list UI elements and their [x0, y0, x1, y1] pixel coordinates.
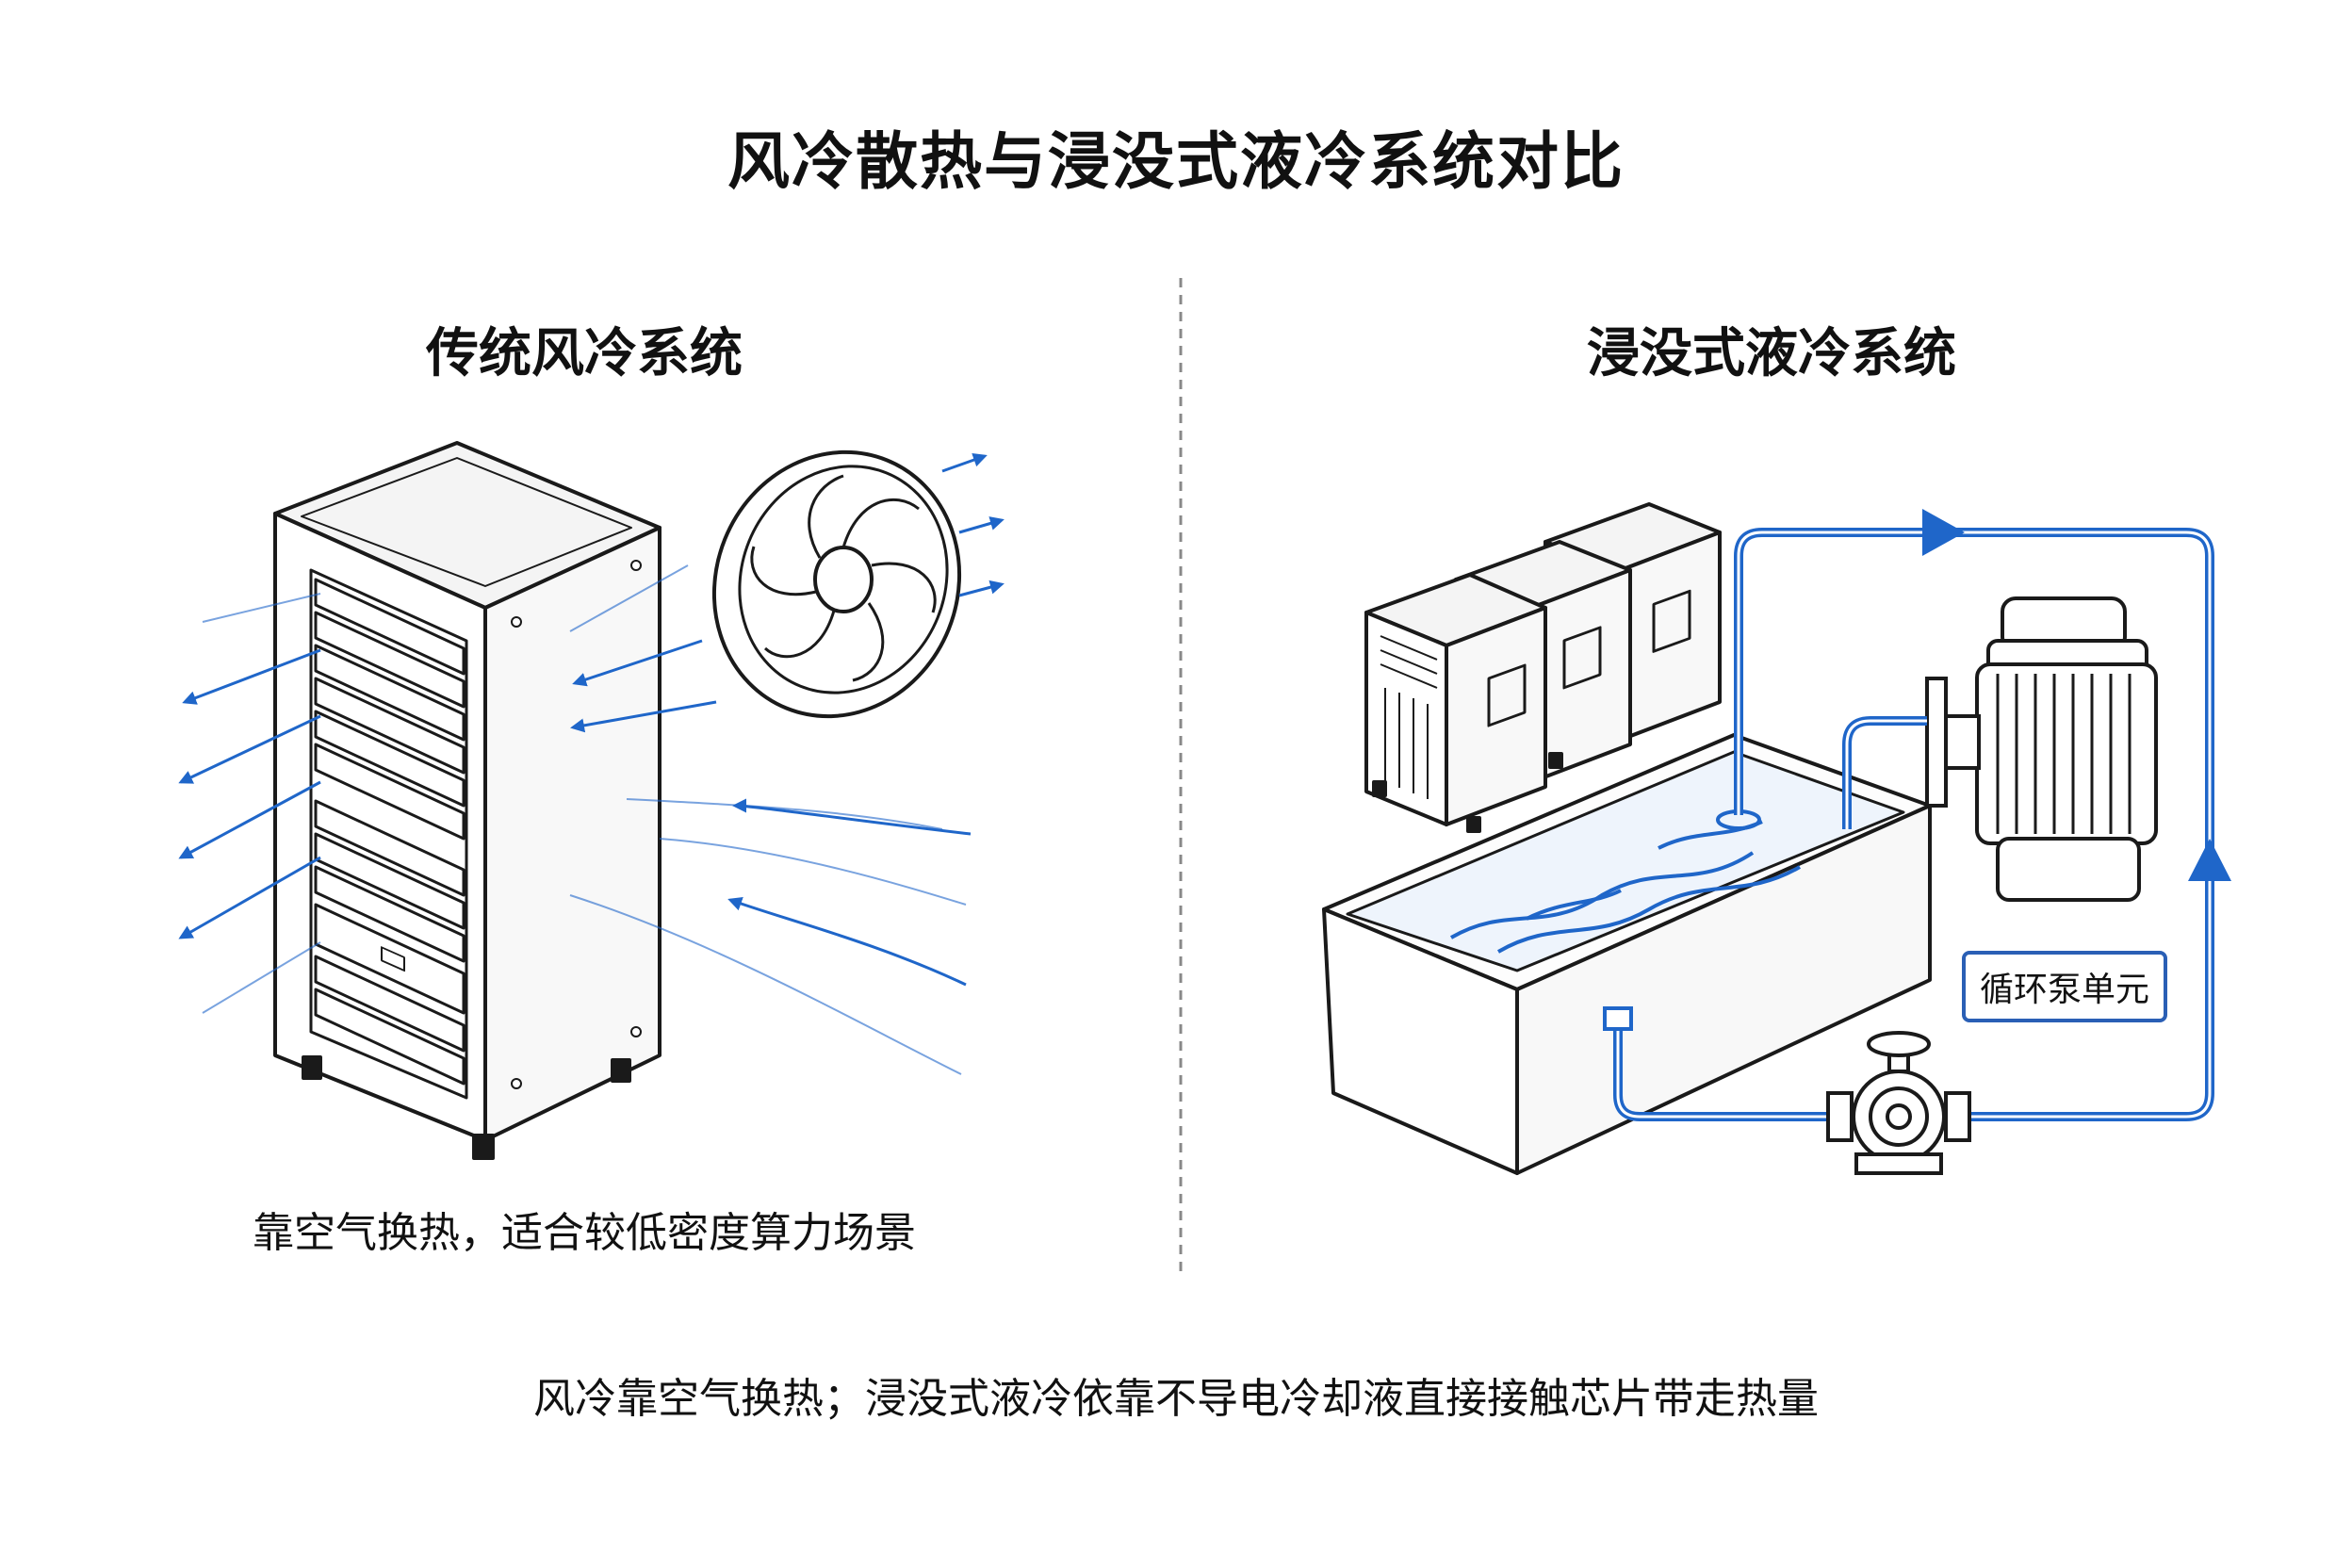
- air-cooling-heading: 传统风冷系统: [426, 323, 743, 384]
- coolant-waves: [1449, 809, 1802, 954]
- circulation-pump-motor-icon: [1925, 596, 2158, 902]
- liquid-cooling-heading: 浸没式液冷系统: [1587, 323, 1956, 384]
- immersed-server-units: [1364, 502, 1722, 833]
- pump-unit-label: 循环泵单元: [1962, 951, 2167, 1022]
- page-title: 风冷散热与浸没式液冷系统对比: [727, 125, 1625, 198]
- airflow-arrows: [178, 452, 1004, 1075]
- flow-direction-arrow: [1922, 509, 1965, 556]
- air-cooling-caption: 靠空气换热，适合较低密度算力场景: [253, 1209, 916, 1257]
- server-rack-icon: [273, 441, 662, 1160]
- comparison-summary: 风冷靠空气换热；浸没式液冷依靠不导电冷却液直接接触芯片带走热量: [533, 1375, 1819, 1423]
- cooling-fan-icon: [711, 449, 962, 719]
- pump-valve-icon: [1826, 1031, 1971, 1175]
- flow-direction-arrow: [2188, 839, 2231, 881]
